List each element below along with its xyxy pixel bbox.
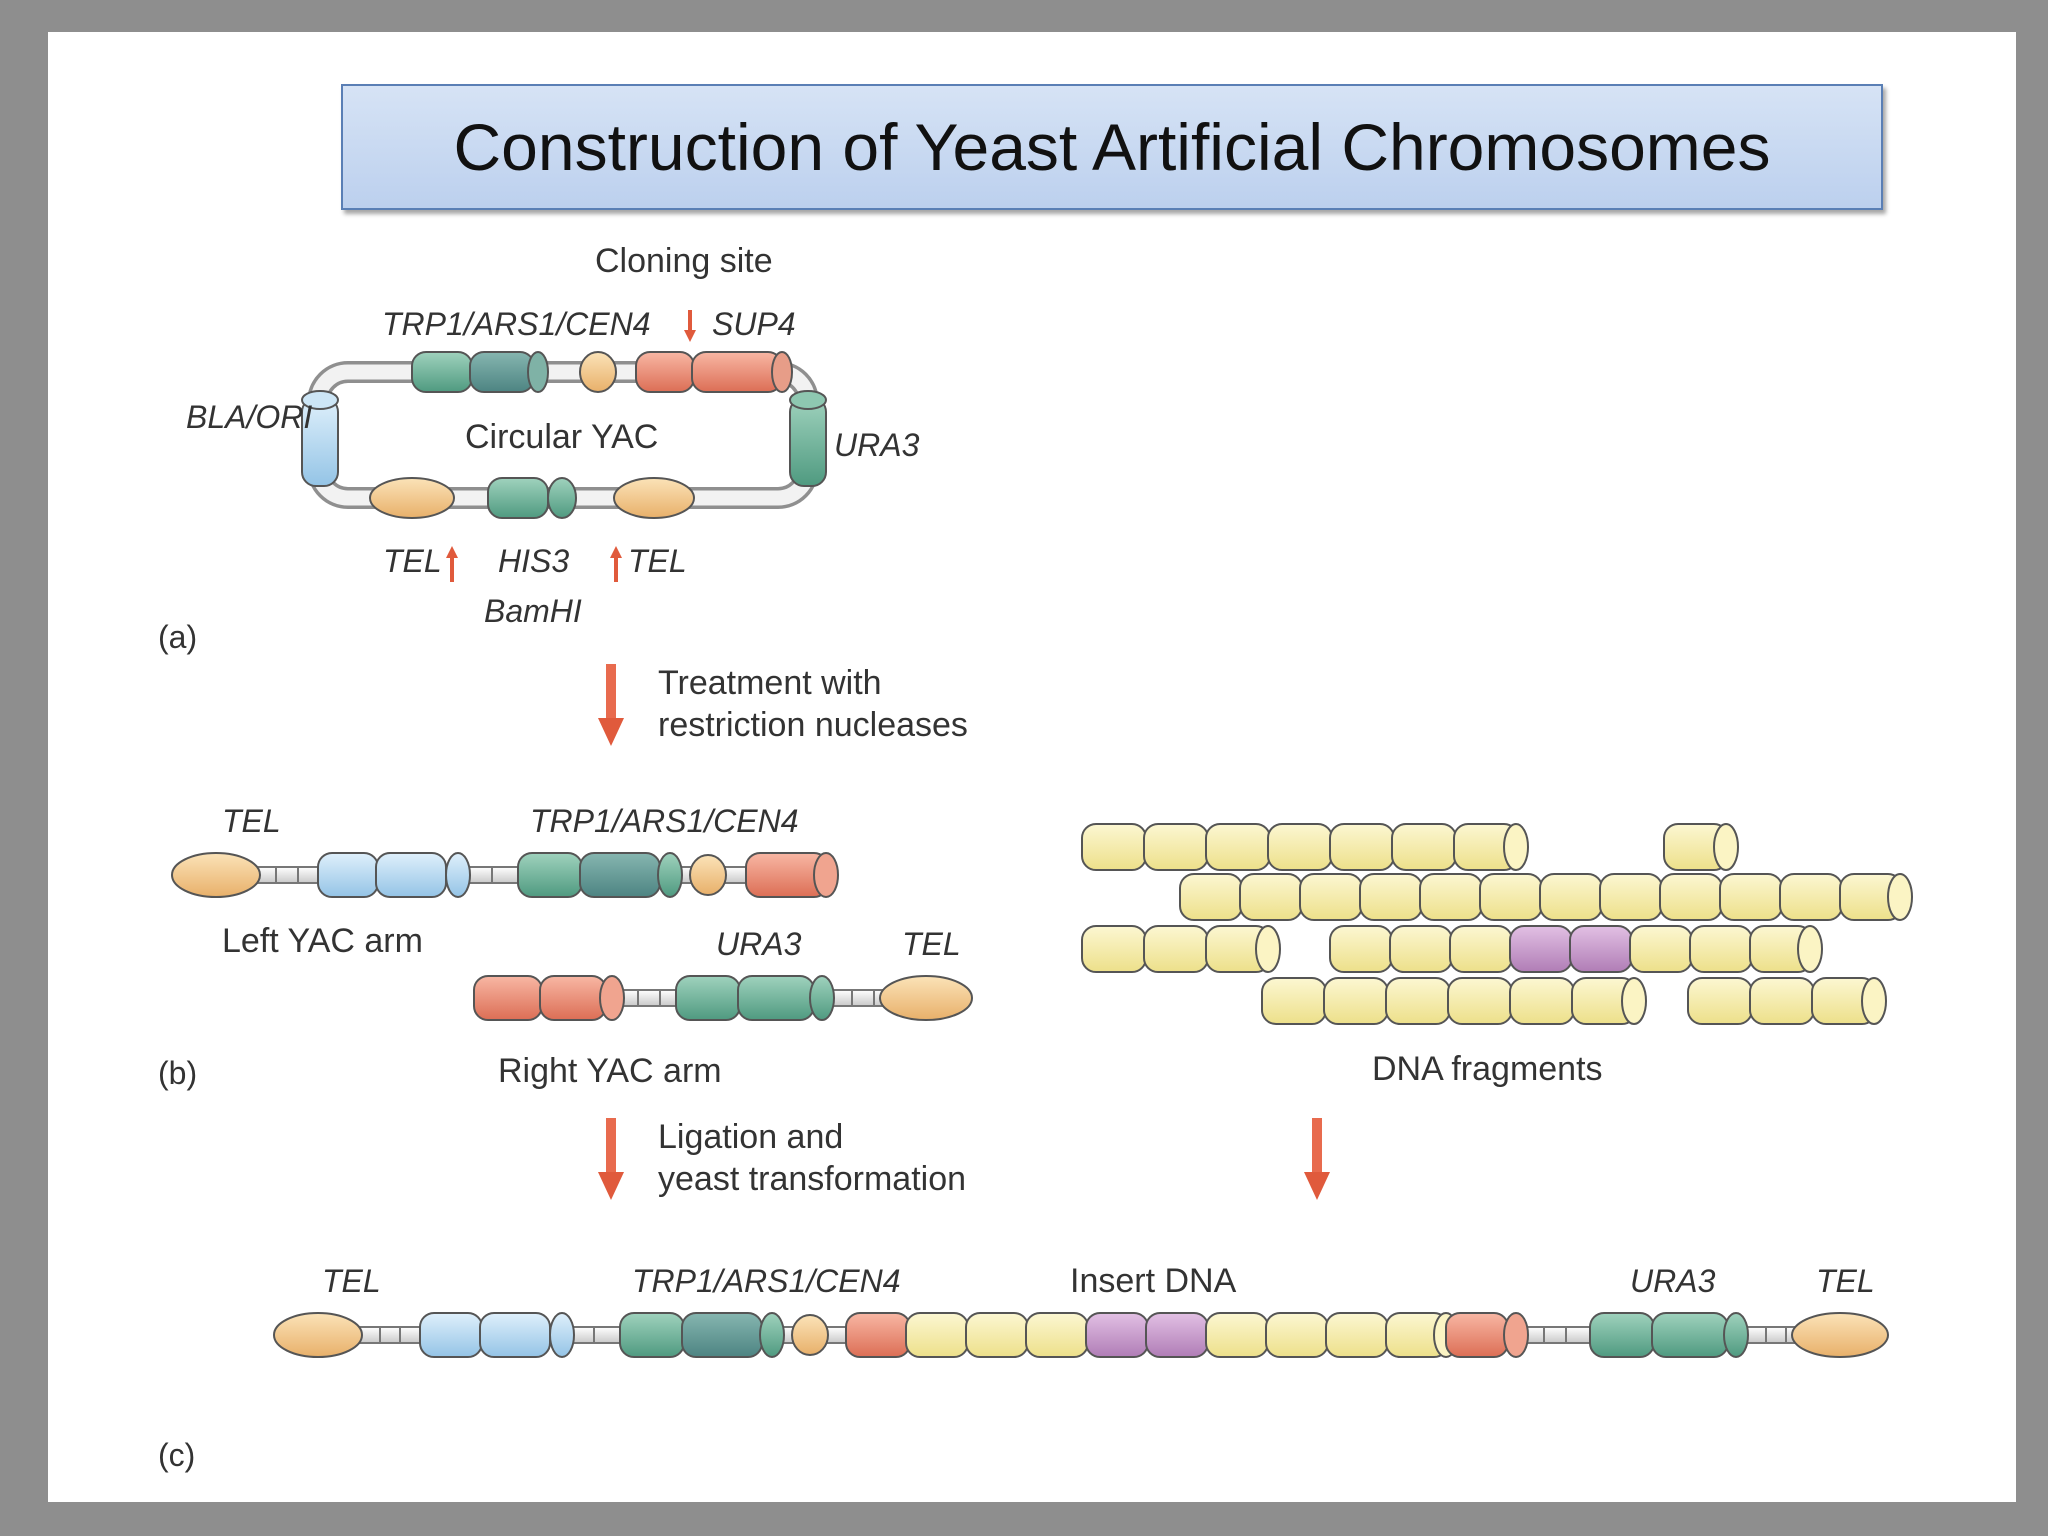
right-arm-tel-label: TEL	[902, 926, 961, 962]
circular-yac-label: Circular YAC	[465, 418, 658, 456]
dna-fragments	[1081, 823, 1913, 1025]
recomb-ura3-label: URA3	[1630, 1263, 1716, 1299]
insert-dna-segments	[905, 1312, 1459, 1358]
insert-dna-label: Insert DNA	[1070, 1262, 1237, 1300]
panel-b-label: (b)	[158, 1055, 197, 1091]
step2-text-line2: yeast transformation	[658, 1160, 966, 1198]
step2-text-line1: Ligation and	[658, 1118, 843, 1156]
step2-arrow-right	[1304, 1118, 1330, 1200]
panel-a-label: (a)	[158, 619, 197, 655]
slide: Construction of Yeast Artificial Chromos…	[48, 32, 2016, 1502]
ring-tel-right-label: TEL	[628, 543, 687, 579]
his3-label: HIS3	[498, 543, 569, 579]
step1-text-line1: Treatment with	[658, 664, 882, 702]
left-yac-arm-label: Left YAC arm	[222, 922, 423, 960]
ring-bla-ori-segment	[301, 390, 339, 487]
bla-ori-label: BLA/ORI	[186, 399, 312, 435]
left-arm-tel-label: TEL	[222, 803, 281, 839]
ring-sup4-segment	[635, 351, 793, 393]
ring-ura3-label: URA3	[834, 427, 920, 463]
ring-tel-right	[613, 477, 695, 519]
dna-fragment	[1329, 925, 1823, 973]
step2-arrow-left	[598, 1118, 624, 1200]
right-yac-arm-label: Right YAC arm	[498, 1052, 722, 1090]
dna-fragment	[1081, 823, 1529, 871]
ring-his3-segment	[487, 477, 577, 519]
slide-title-box: Construction of Yeast Artificial Chromos…	[341, 84, 1883, 210]
ring-trp-ars-cen-label: TRP1/ARS1/CEN4	[382, 306, 651, 342]
sup4-label: SUP4	[712, 306, 796, 342]
bamhi-label: BamHI	[484, 593, 582, 629]
dna-fragment	[1687, 977, 1887, 1025]
bamhi-arrowhead-left	[446, 546, 458, 558]
ring-tel-left	[369, 477, 455, 519]
ring-trp-ars-cen-segment	[411, 351, 549, 393]
circular-yac	[301, 310, 827, 582]
cloning-site-arrowhead	[684, 330, 696, 342]
bamhi-arrowhead-right	[610, 546, 622, 558]
panel-c-label: (c)	[158, 1437, 195, 1473]
recomb-trp-label: TRP1/ARS1/CEN4	[632, 1263, 901, 1299]
step1-arrow	[598, 664, 624, 746]
recomb-tel-right-label: TEL	[1816, 1263, 1875, 1299]
dna-fragment	[1261, 977, 1647, 1025]
right-yac-arm	[473, 975, 973, 1021]
dna-fragments-label: DNA fragments	[1372, 1050, 1603, 1088]
recombinant-yac	[273, 1312, 1889, 1358]
cloning-site-label: Cloning site	[595, 242, 773, 280]
step1-text-line2: restriction nucleases	[658, 706, 968, 744]
slide-title: Construction of Yeast Artificial Chromos…	[453, 110, 1771, 184]
right-arm-ura3-label: URA3	[716, 926, 802, 962]
ring-cen-bead	[579, 351, 617, 393]
ring-tel-left-label: TEL	[383, 543, 442, 579]
dna-fragment	[1663, 823, 1739, 871]
left-yac-arm	[171, 852, 839, 898]
insert-dna	[905, 1312, 1459, 1358]
recomb-tel-left-label: TEL	[322, 1263, 381, 1299]
dna-fragment	[1179, 873, 1913, 921]
left-arm-trp-label: TRP1/ARS1/CEN4	[530, 803, 799, 839]
dna-fragment	[1081, 925, 1281, 973]
ring-ura3-segment	[789, 390, 827, 487]
